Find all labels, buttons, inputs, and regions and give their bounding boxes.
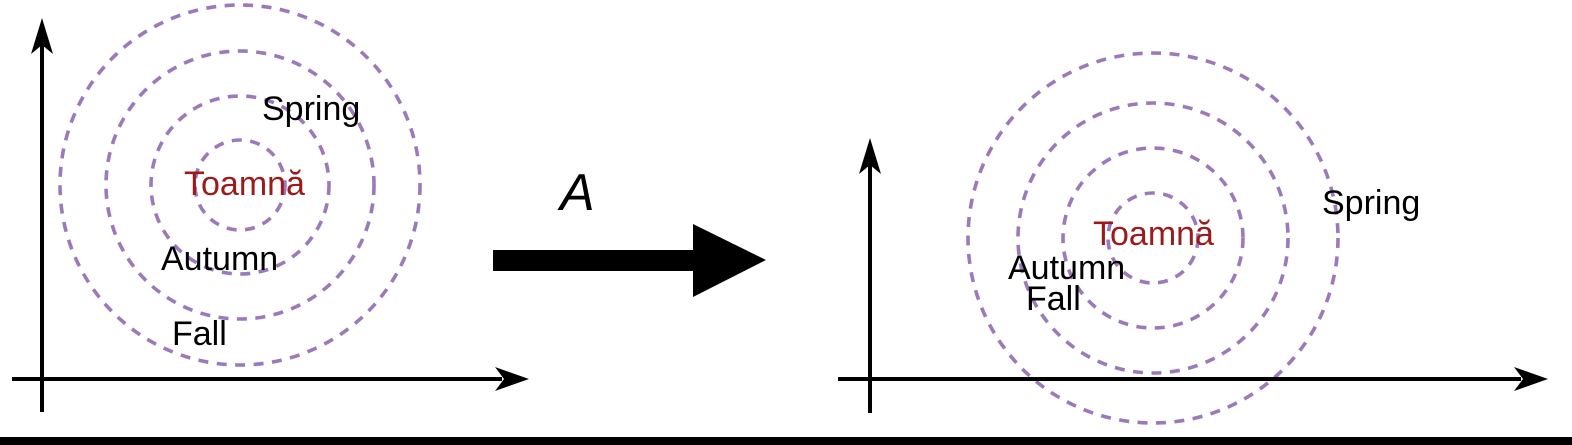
right-x-axis-arrowhead-icon [1514,367,1548,391]
right-label-spring: Spring [1322,184,1421,222]
right-y-axis-arrowhead-icon [859,138,881,174]
left-label-fall: Fall [172,315,227,353]
left-circle-inner [193,138,287,232]
left-x-axis-arrowhead-icon [495,367,529,391]
right-label-toamna: Toamnă [1093,215,1214,253]
right-circle-inner [1106,191,1200,285]
left-label-spring: Spring [262,90,361,128]
left-embedding-circles [58,3,422,367]
right-circle-outer [966,51,1340,425]
mapping-arrow-icon [493,224,766,297]
left-label-toamna: Toamnă [184,165,305,203]
left-y-axis-arrowhead-icon [31,18,53,54]
right-circle-second [1061,146,1245,330]
right-plot-axes [838,138,1548,413]
mapping-matrix-label: A [560,164,595,222]
bottom-border-bar [0,437,1572,445]
right-embedding-circles [966,51,1340,425]
left-circle-third [104,49,376,321]
left-circle-outer [58,3,422,367]
left-label-autumn: Autumn [161,240,279,278]
left-plot-axes [12,18,529,412]
right-label-fall: Fall [1026,280,1081,318]
left-circle-second [149,94,331,276]
right-label-autumn: Autumn [1008,249,1126,287]
right-circle-third [1016,101,1290,375]
